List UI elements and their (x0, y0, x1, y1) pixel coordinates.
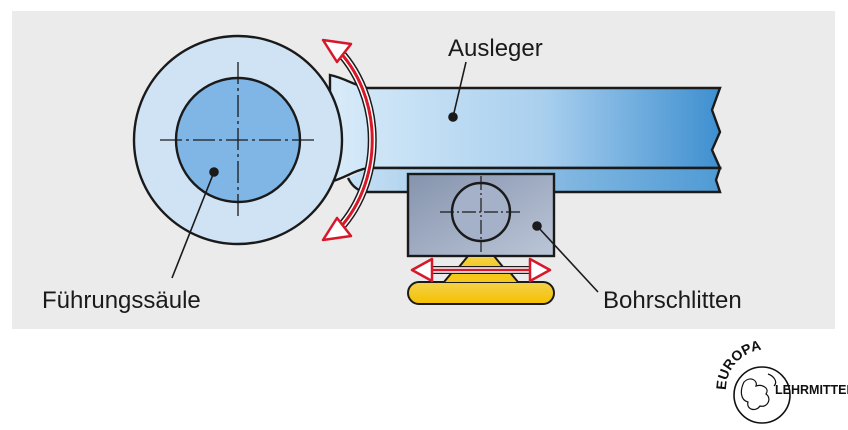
europa-lehrmittel-logo: EUROPA LEHRMITTEL (713, 337, 848, 424)
column-label: Führungssäule (42, 287, 201, 314)
rotation-arrow (321, 38, 377, 242)
slide-travel-arrow (410, 257, 552, 283)
guide-column (132, 34, 344, 246)
logo-text: LEHRMITTEL (775, 383, 848, 397)
leader-lines (171, 61, 599, 293)
arm-label: Ausleger (448, 35, 543, 62)
drill-slide (406, 172, 556, 258)
slide-label: Bohrschlitten (603, 287, 742, 314)
